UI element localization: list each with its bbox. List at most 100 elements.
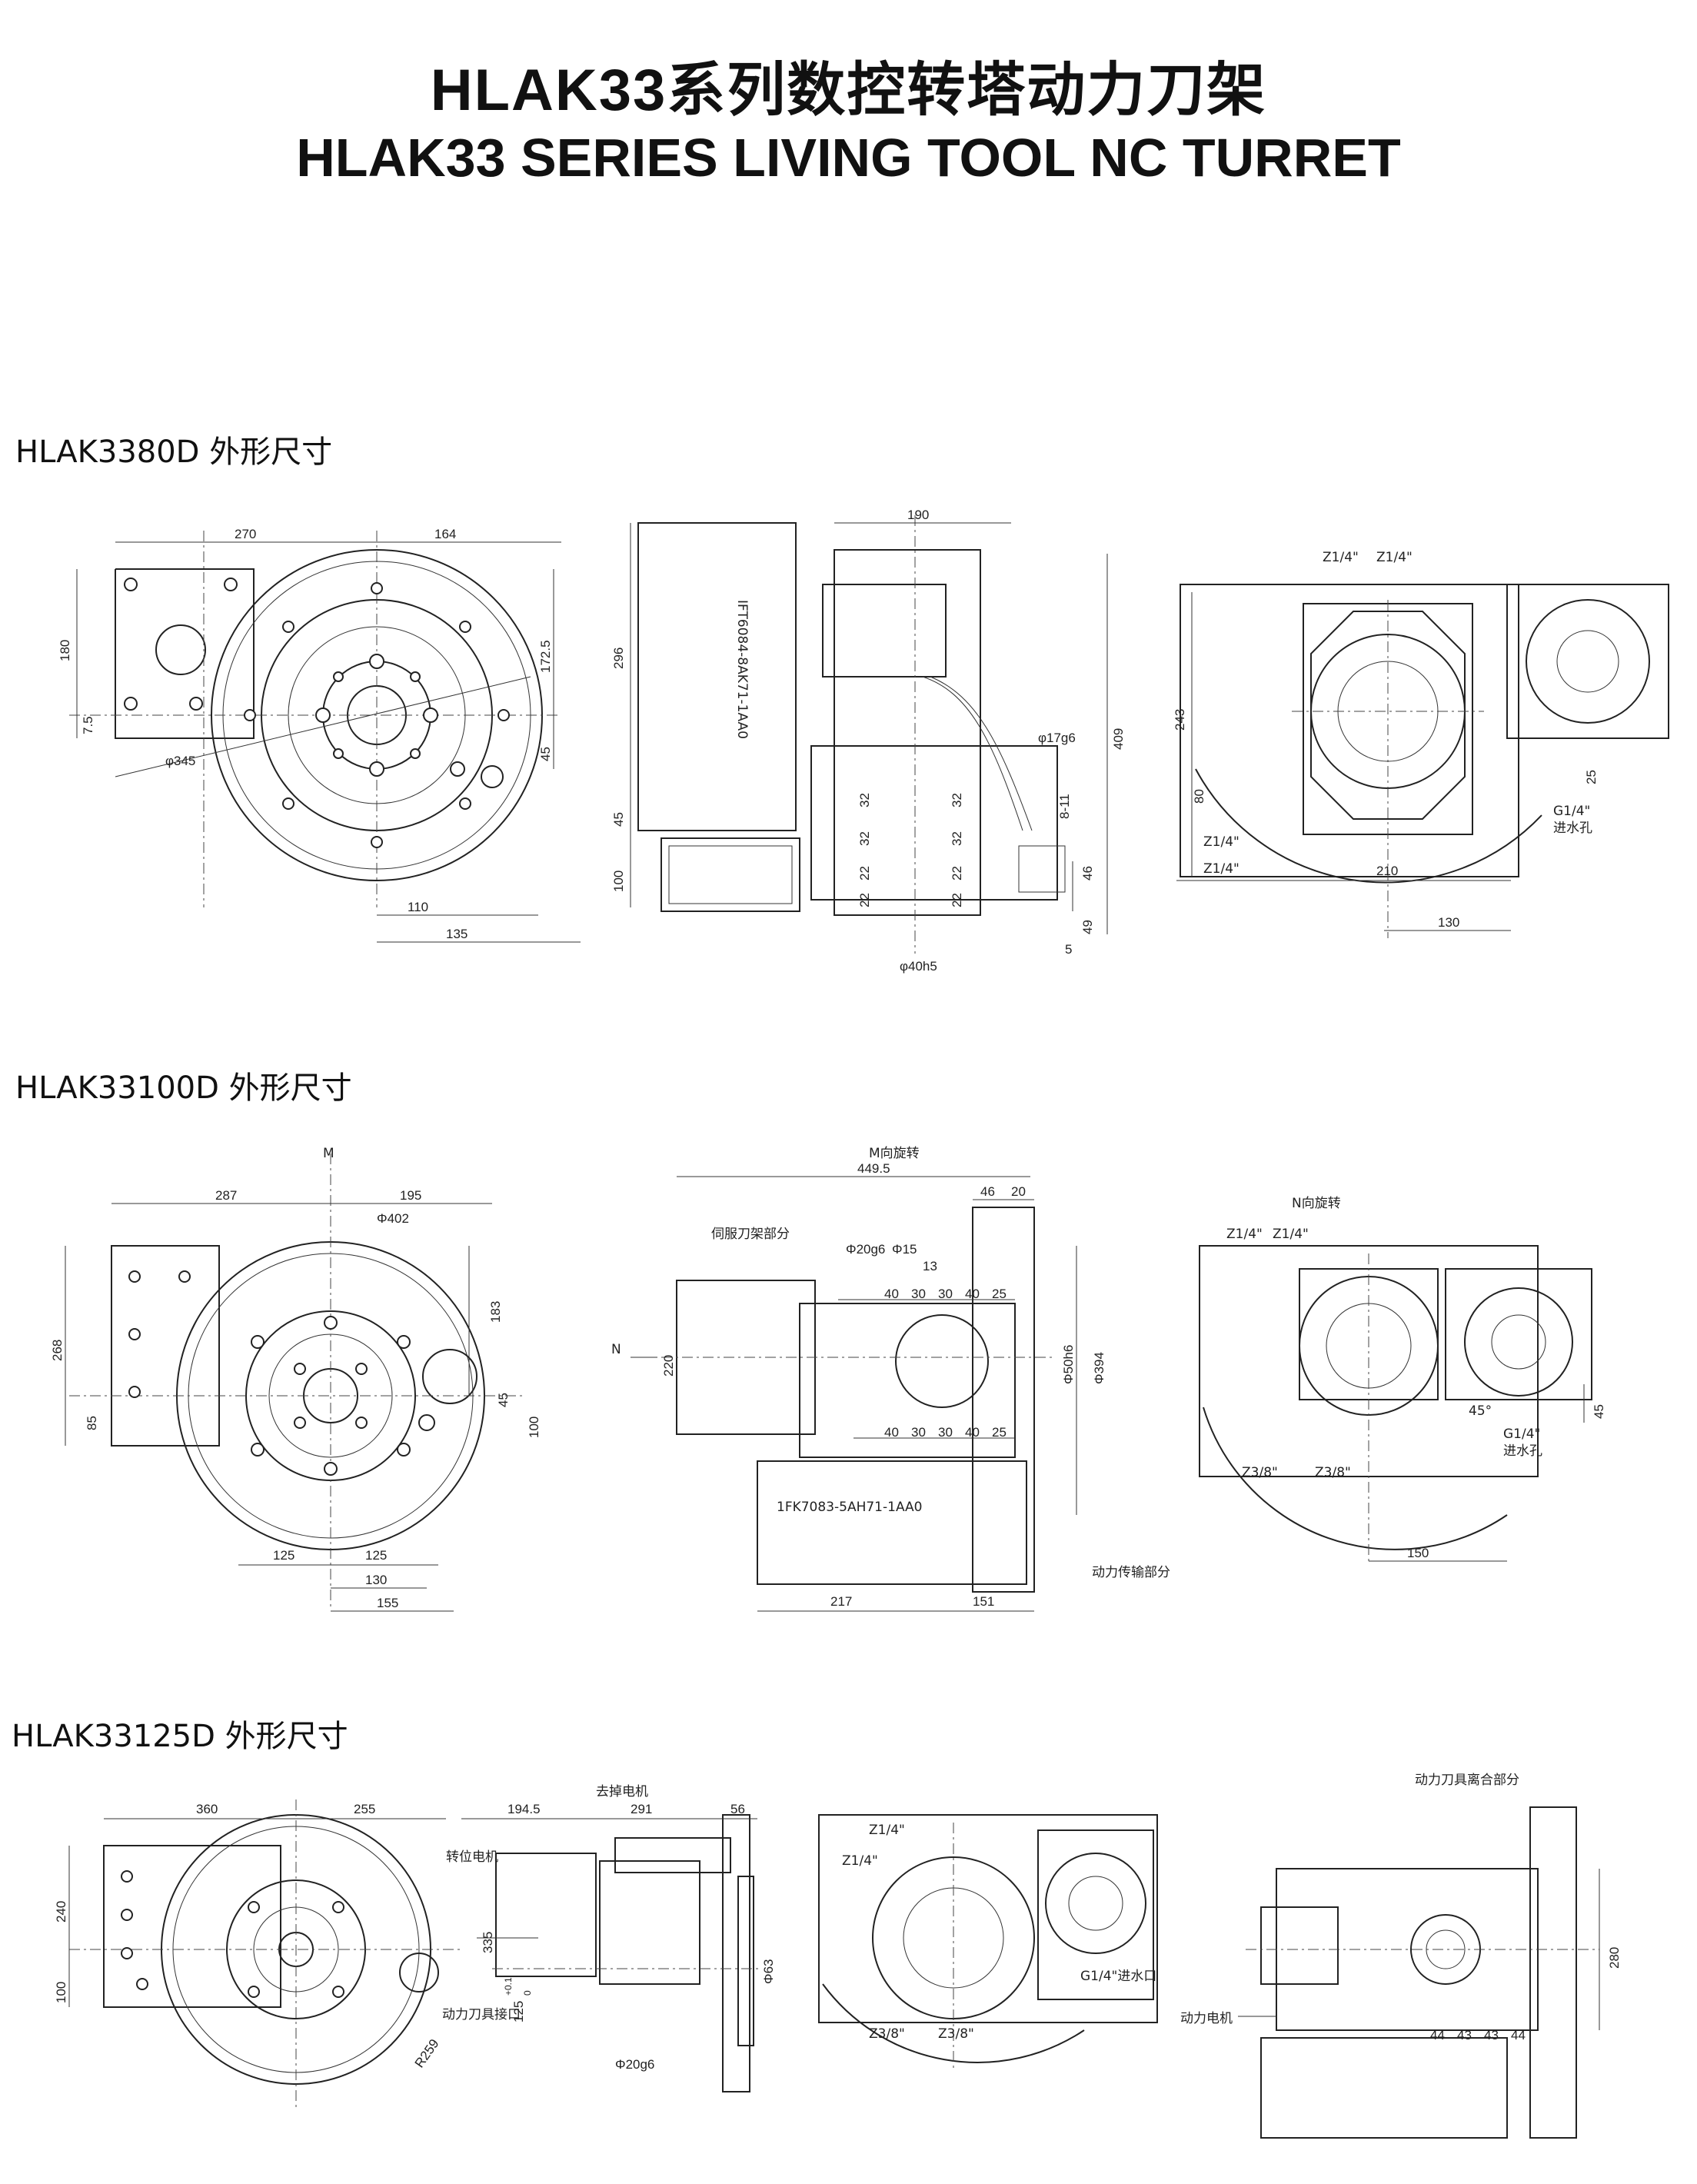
dim-164: 164	[434, 527, 456, 541]
dim-190: 190	[907, 508, 929, 522]
dim-row1-25: 25	[992, 1287, 1007, 1301]
dim-46: 46	[980, 1184, 995, 1199]
dim-45: 45	[1592, 1404, 1606, 1419]
dim-100: 100	[527, 1417, 541, 1438]
dim-phi50h6: Φ50h6	[1061, 1345, 1076, 1384]
dim-phi20g6: Φ20g6	[615, 2057, 654, 2072]
dim-110: 110	[408, 900, 428, 914]
power-transmission-label: 动力传输部分	[1092, 1565, 1170, 1580]
z14-label-b: Z1/4"	[1273, 1227, 1309, 1242]
bolt-holes	[128, 1270, 435, 1476]
dim-217: 217	[830, 1594, 852, 1609]
z38-label-b: Z3/8"	[938, 2026, 974, 2042]
dim-100: 100	[54, 1982, 68, 2003]
g14-water-label: G1/4"进水口	[1080, 1969, 1156, 1984]
dim-row1-30: 30	[911, 1287, 926, 1301]
z14-label-a: Z1/4"	[869, 1823, 905, 1838]
dim-255: 255	[354, 1802, 375, 1816]
dim-row2-40: 40	[884, 1425, 899, 1440]
motor-model-1: IFT6084-8AK71-1AA0	[734, 600, 750, 739]
dim-row2-30b: 30	[938, 1425, 953, 1440]
z14-label-b: Z1/4"	[842, 1853, 878, 1869]
dim-180: 180	[58, 640, 72, 661]
clutch-label: 动力刀具离合部分	[1415, 1773, 1519, 1788]
dim-409: 409	[1111, 728, 1126, 750]
dim-row1-40: 40	[884, 1287, 899, 1301]
dim-195: 195	[400, 1188, 421, 1203]
dim-row2-30: 30	[911, 1425, 926, 1440]
dim-phi394: Φ394	[1092, 1352, 1106, 1384]
dim-268: 268	[50, 1340, 65, 1361]
dim-296: 296	[611, 648, 626, 669]
section-heading-3380d: HLAK3380D 外形尺寸	[15, 434, 333, 470]
drawing-33125d-top-view: Z1/4" Z1/4" G1/4"进水口 Z3/8" Z3/8"	[818, 1814, 1158, 2069]
g14-label: G1/4"	[1553, 804, 1590, 819]
dim-45: 45	[496, 1393, 511, 1407]
dim-220: 220	[661, 1355, 676, 1377]
m-view-marker: M	[323, 1146, 334, 1161]
dim-291: 291	[631, 1802, 652, 1816]
dim-43b: 43	[1484, 2028, 1499, 2043]
bolt-holes	[121, 1870, 344, 1998]
drawing-3380d-top-view: Z1/4" Z1/4" Z1/4" Z1/4" 243 80 25 G1/4" …	[1173, 550, 1669, 938]
dim-85: 85	[85, 1416, 99, 1430]
z14-label-a: Z1/4"	[1226, 1227, 1263, 1242]
n-rotation-label: N向旋转	[1292, 1196, 1341, 1211]
g14-label: G1/4"	[1503, 1427, 1540, 1442]
z14-label-c: Z1/4"	[1203, 834, 1239, 850]
dim-125: 125	[511, 2001, 526, 2023]
dim-49: 49	[1080, 920, 1095, 934]
n-view-marker: N	[611, 1342, 621, 1357]
dim-125a: 125	[273, 1548, 294, 1563]
dim-45: 45	[538, 747, 553, 761]
dim-46: 46	[1080, 866, 1095, 881]
dim-phi63: Φ63	[761, 1959, 776, 1984]
dim-22a: 22	[950, 866, 964, 881]
servo-turret-label: 伺服刀架部分	[711, 1227, 790, 1242]
dim-194-5: 194.5	[507, 1802, 541, 1816]
motor-model-2: 1FK7083-5AH71-1AA0	[777, 1500, 923, 1515]
dim-287: 287	[215, 1188, 237, 1203]
drawing-3380d-side-view: 190 IFT6084-8AK71-1AA0 296 45 100 φ17g6 …	[611, 508, 1126, 974]
dim-7-5: 7.5	[81, 716, 95, 734]
dim-32a: 32	[950, 793, 964, 807]
drawing-33100d-front-view: M 287 195 Φ402 268 183 85 45 100 125 125…	[50, 1146, 541, 1612]
water-inlet-label: 进水孔	[1503, 1443, 1542, 1459]
drawing-3380d-front-view: 270 164 180 7.5 172.5 φ345 45 110 135	[58, 527, 581, 943]
dim-phi402: Φ402	[377, 1211, 409, 1226]
dim-row2-40b: 40	[965, 1425, 980, 1440]
dim-360: 360	[196, 1802, 218, 1816]
dim-45b: 45	[611, 812, 626, 827]
indexing-motor-label: 转位电机	[446, 1849, 498, 1865]
water-inlet-label: 进水孔	[1553, 821, 1592, 836]
page-title-cn: HLAK33系列数控转塔动力刀架	[430, 58, 1267, 123]
drawing-33125d-side-view: 去掉电机 194.5 291 56 转位电机 335 125 +0.1 0 动力…	[442, 1784, 776, 2092]
drawing-33125d-front-view: 360 255 240 100 R259	[54, 1799, 461, 2107]
dim-80: 80	[1192, 789, 1206, 804]
dim-phi20g6: Φ20g6	[846, 1242, 885, 1257]
angle-45: 45°	[1469, 1403, 1492, 1419]
power-motor-label: 动力电机	[1180, 2011, 1233, 2026]
dim-20: 20	[1011, 1184, 1026, 1199]
dim-135: 135	[446, 927, 468, 941]
dim-32b: 32	[950, 831, 964, 846]
dim-210: 210	[1376, 864, 1398, 878]
z14-label-d: Z1/4"	[1203, 861, 1239, 877]
dim-22d: 22	[857, 893, 872, 907]
bolt-holes	[124, 578, 510, 848]
z38-label-a: Z3/8"	[869, 2026, 905, 2042]
dim-phi40h5: φ40h5	[900, 959, 937, 974]
dim-32d: 32	[857, 831, 872, 846]
dim-125-tol-lower: 0	[522, 1990, 533, 1996]
dim-phi15: Φ15	[892, 1242, 917, 1257]
z38-label-b: Z3/8"	[1315, 1465, 1351, 1480]
z14-label-a: Z1/4"	[1323, 550, 1359, 565]
dim-130: 130	[365, 1573, 387, 1587]
dim-240: 240	[54, 1901, 68, 1923]
z38-label-a: Z3/8"	[1242, 1465, 1278, 1480]
dim-270: 270	[235, 527, 256, 541]
dim-335: 335	[481, 1932, 495, 1953]
dim-32c: 32	[857, 793, 872, 807]
remove-motor-label: 去掉电机	[596, 1784, 648, 1799]
